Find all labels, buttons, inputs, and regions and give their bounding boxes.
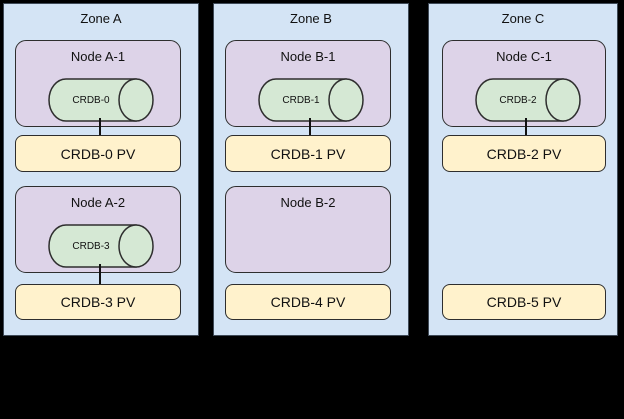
connector-line-crdb0-pv [99, 118, 101, 136]
crdb-2-database-cylinder-icon: CRDB-2 [473, 77, 582, 123]
node-b2-title: Node B-2 [280, 195, 336, 210]
connector-line-crdb2-pv [525, 118, 527, 136]
crdb-0-label: CRDB-0 [72, 94, 110, 106]
crdb-3-database-cylinder-icon: CRDB-3 [46, 223, 155, 269]
node-a1-title: Node A-1 [70, 49, 126, 64]
crdb-3-label: CRDB-3 [72, 240, 110, 252]
zone-b-title: Zone B [290, 11, 332, 26]
node-a1-box: Node A-1 CRDB-0 [15, 40, 181, 127]
connector-line-crdb1-pv [309, 118, 311, 136]
zone-b-container: Zone B Node B-1 CRDB-1 CRDB-1 PV Node B-… [213, 3, 409, 336]
node-b1-box: Node B-1 CRDB-1 [225, 40, 391, 127]
zone-a-container: Zone A Node A-1 CRDB-0 CRDB-0 PV Node A-… [3, 3, 199, 336]
zone-c-container: Zone C Node C-1 CRDB-2 CRDB-2 PV CRDB-5 … [428, 3, 618, 336]
node-b1-title: Node B-1 [280, 49, 336, 64]
node-a2-box: Node A-2 CRDB-3 [15, 186, 181, 273]
database-cylinder-shape [475, 78, 581, 122]
crdb-3-pv-label: CRDB-3 PV [60, 294, 136, 310]
crdb-2-pv-box: CRDB-2 PV [442, 135, 606, 172]
node-c1-title: Node C-1 [496, 49, 552, 64]
crdb-5-pv-label: CRDB-5 PV [486, 294, 562, 310]
crdb-2-pv-label: CRDB-2 PV [486, 145, 562, 162]
crdb-3-pv-box: CRDB-3 PV [15, 284, 181, 320]
database-cylinder-shape [258, 78, 364, 122]
node-c1-box: Node C-1 CRDB-2 [442, 40, 606, 127]
crdb-1-pv-box: CRDB-1 PV [225, 135, 391, 172]
crdb-0-pv-label: CRDB-0 PV [60, 145, 136, 162]
database-cylinder-shape [48, 78, 154, 122]
crdb-0-pv-box: CRDB-0 PV [15, 135, 181, 172]
crdb-0-database-cylinder-icon: CRDB-0 [46, 77, 155, 123]
crdb-1-label: CRDB-1 [282, 94, 320, 106]
node-a2-title: Node A-2 [70, 195, 126, 210]
crdb-5-pv-box: CRDB-5 PV [442, 284, 606, 320]
crdb-2-label: CRDB-2 [499, 94, 537, 106]
crdb-1-database-cylinder-icon: CRDB-1 [256, 77, 365, 123]
crdb-4-pv-box: CRDB-4 PV [225, 284, 391, 320]
zone-a-title: Zone A [80, 11, 122, 26]
zone-c-title: Zone C [501, 11, 545, 26]
crdb-1-pv-label: CRDB-1 PV [270, 145, 346, 162]
crdb-4-pv-label: CRDB-4 PV [270, 294, 346, 310]
node-b2-box: Node B-2 [225, 186, 391, 273]
connector-line-crdb3-pv [99, 264, 101, 285]
database-cylinder-shape [48, 224, 154, 268]
